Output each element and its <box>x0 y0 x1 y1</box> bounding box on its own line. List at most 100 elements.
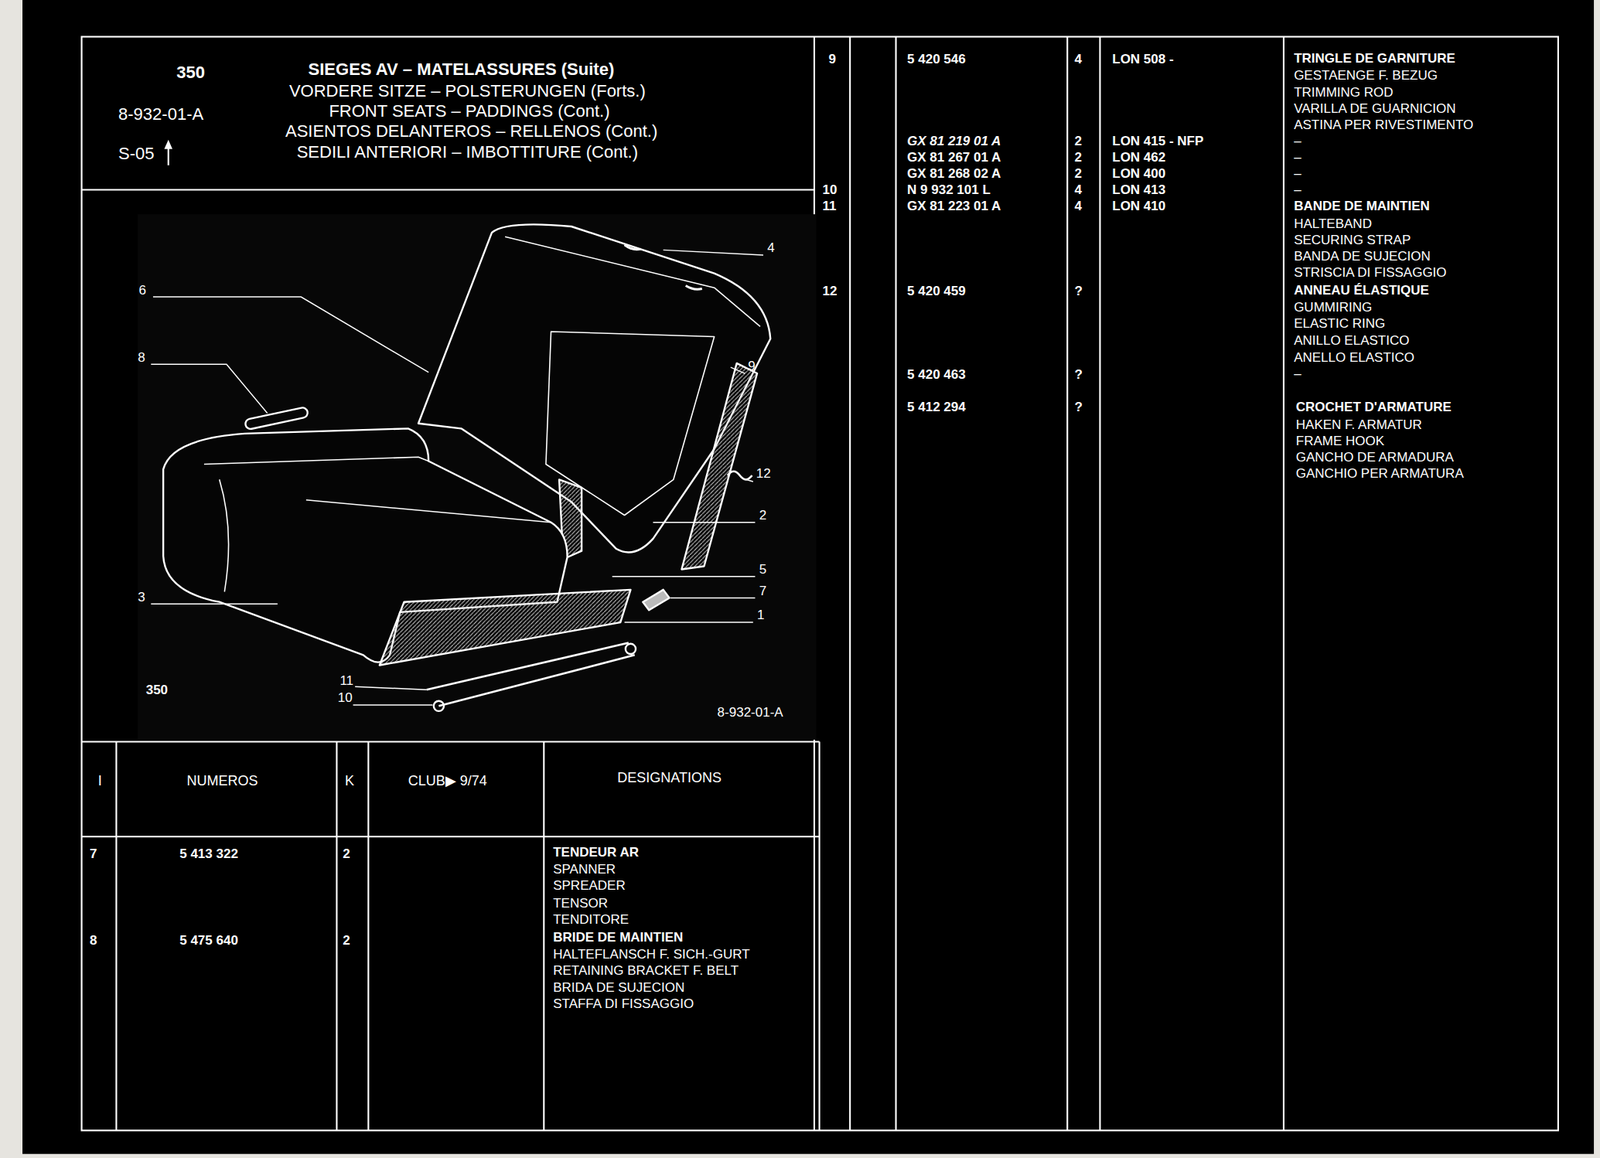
designation-line: – <box>1293 182 1301 198</box>
designation-line: TENSOR <box>552 896 608 911</box>
figure-code: 8-932-01-A <box>717 705 784 720</box>
designation-line: HALTEBAND <box>1293 216 1372 232</box>
callout-number: 10 <box>337 690 353 706</box>
title-line: FRONT SEATS – PADDINGS (Cont.) <box>328 102 610 122</box>
item-number: 12 <box>822 283 838 299</box>
part-number: GX 81 267 01 A <box>907 150 1001 165</box>
club-reference: LON 415 - NFP <box>1112 133 1204 149</box>
designation-line: STRISCIA DI FISSAGGIO <box>1293 265 1447 280</box>
club-reference: LON 508 - <box>1112 51 1174 67</box>
designation-line: SECURING STRAP <box>1293 232 1411 248</box>
quantity: 2 <box>1074 133 1082 149</box>
column-header: NUMEROS <box>186 773 258 789</box>
designation-line: ANELLO ELASTICO <box>1293 350 1415 366</box>
designation-line: BRIDA DE SUJECION <box>552 980 685 996</box>
callout-number: 5 <box>759 562 767 577</box>
part-number: 5 420 463 <box>907 367 966 383</box>
designation-line: SPANNER <box>552 862 616 877</box>
callout-number: 2 <box>759 508 767 523</box>
item-number: 11 <box>822 198 837 214</box>
designation-line: TENDITORE <box>552 912 629 928</box>
part-number: GX 81 223 01 A <box>907 198 1001 214</box>
designation-line: RETAINING BRACKET F. BELT <box>552 963 739 979</box>
designation-heading: TENDEUR AR <box>552 845 639 860</box>
quantity: 4 <box>1074 182 1082 198</box>
callout-number: 9 <box>747 358 755 374</box>
photo-area <box>137 214 816 741</box>
callout-number: 7 <box>759 583 767 599</box>
designation-line: ASTINA PER RIVESTIMENTO <box>1293 117 1474 133</box>
designation-line: GANCHO DE ARMADURA <box>1296 450 1454 465</box>
column-header: DESIGNATIONS <box>617 770 722 786</box>
callout-number: 8 <box>137 350 145 366</box>
part-number: GX 81 219 01 A <box>907 133 1001 149</box>
part-number: N 9 932 101 L <box>907 182 991 198</box>
film-ground <box>22 0 1594 1155</box>
quantity: ? <box>1074 283 1082 299</box>
designation-line: VARILLA DE GUARNICION <box>1293 101 1456 116</box>
part-number: GX 81 268 02 A <box>907 166 1001 181</box>
quantity: 4 <box>1074 51 1082 67</box>
column-header: I <box>98 773 103 789</box>
callout-number: 3 <box>137 590 145 605</box>
designation-heading: ANNEAU ÉLASTIQUE <box>1293 283 1430 298</box>
designation-line: – <box>1293 150 1301 165</box>
callout-number: 6 <box>138 283 146 298</box>
club-reference: LON 462 <box>1112 150 1166 165</box>
callout-number: 1 <box>757 607 765 623</box>
column-header: CLUB▶ 9/74 <box>408 773 488 789</box>
designation-heading: BANDE DE MAINTIEN <box>1293 198 1430 214</box>
title-line: SEDILI ANTERIORI – IMBOTTITURE (Cont.) <box>296 143 638 163</box>
sheet-arrow <box>163 139 173 166</box>
page-title: SIEGES AV – MATELASSURES (Suite) <box>308 60 615 80</box>
designation-line: SPREADER <box>552 878 626 894</box>
part-number: 5 420 459 <box>907 283 966 299</box>
club-reference: LON 410 <box>1112 198 1166 214</box>
designation-heading: BRIDE DE MAINTIEN <box>552 930 683 945</box>
designation-line: GUMMIRING <box>1293 300 1372 315</box>
club-reference: LON 413 <box>1112 182 1166 198</box>
designation-line: GANCHIO PER ARMATURA <box>1296 466 1464 482</box>
designation-heading: CROCHET D'ARMATURE <box>1296 399 1452 415</box>
quantity: 2 <box>342 933 350 949</box>
designation-line: HAKEN F. ARMATUR <box>1296 417 1423 433</box>
item-number: 10 <box>822 182 838 198</box>
part-number: 5 475 640 <box>179 933 239 949</box>
title-line: VORDERE SITZE – POLSTERUNGEN (Forts.) <box>289 81 646 102</box>
quantity: ? <box>1074 367 1082 383</box>
designation-line: – <box>1293 133 1301 149</box>
table-grid <box>81 37 1559 1132</box>
quantity: 2 <box>1074 150 1082 165</box>
item-number: 8 <box>89 933 97 949</box>
quantity: ? <box>1074 399 1082 415</box>
designation-line: – <box>1293 366 1301 382</box>
quantity: 2 <box>342 846 350 862</box>
item-number: 7 <box>89 846 97 862</box>
sheet-ref: S-05 <box>118 144 154 164</box>
designation-line: GESTAENGE F. BEZUG <box>1293 68 1438 83</box>
sheet-number: 350 <box>176 63 205 83</box>
designation-line: ANILLO ELASTICO <box>1293 333 1409 348</box>
callout-number: 12 <box>756 466 772 482</box>
designation-line: – <box>1293 166 1301 181</box>
leader-lines <box>150 249 764 706</box>
designation-line: BANDA DE SUJECION <box>1293 249 1431 264</box>
item-number: 9 <box>828 51 836 67</box>
part-number: 5 413 322 <box>179 846 239 862</box>
designation-heading: TRINGLE DE GARNITURE <box>1293 51 1456 66</box>
designation-line: STAFFA DI FISSAGGIO <box>552 996 694 1012</box>
part-number: 5 420 546 <box>907 51 966 67</box>
figure-code: 8-932-01-A <box>118 105 204 125</box>
designation-line: ELASTIC RING <box>1293 316 1386 331</box>
quantity: 4 <box>1074 198 1082 214</box>
designation-line: FRAME HOOK <box>1296 433 1385 449</box>
callout-number: 4 <box>767 240 775 256</box>
quantity: 2 <box>1074 166 1082 181</box>
part-number: 5 412 294 <box>907 399 966 415</box>
callout-number: 11 <box>339 673 354 689</box>
title-line: ASIENTOS DELANTEROS – RELLENOS (Cont.) <box>285 122 658 142</box>
column-header: K <box>344 773 355 789</box>
designation-line: TRIMMING ROD <box>1293 85 1393 100</box>
model-number: 350 <box>146 682 168 698</box>
